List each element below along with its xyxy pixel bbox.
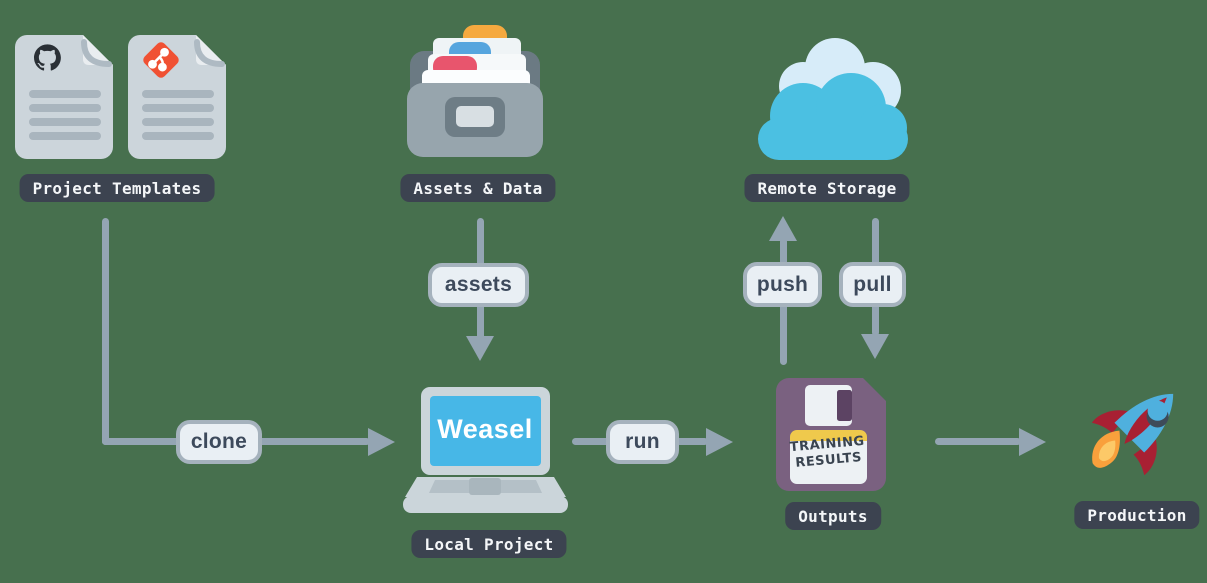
deploy-arrowhead-icon bbox=[1019, 428, 1046, 456]
outputs-label: Outputs bbox=[785, 502, 881, 530]
project-templates-label: Project Templates bbox=[19, 174, 215, 202]
assets-data-label: Assets & Data bbox=[400, 174, 556, 202]
git-document-icon bbox=[128, 35, 226, 159]
pull-badge-label: pull bbox=[853, 272, 892, 296]
pull-badge: pull bbox=[839, 262, 906, 307]
laptop-icon bbox=[403, 387, 568, 513]
run-arrowhead-icon bbox=[706, 428, 733, 456]
deploy-edge bbox=[935, 438, 1021, 445]
assets-badge-label: assets bbox=[444, 273, 513, 296]
clone-badge: clone bbox=[176, 420, 262, 464]
training-results-text: TRAINING RESULTS bbox=[789, 433, 866, 471]
assets-arrowhead-icon bbox=[466, 336, 494, 361]
weasel-screen-text: Weasel bbox=[437, 414, 533, 444]
assets-badge: assets bbox=[428, 263, 529, 307]
run-badge-label: run bbox=[625, 430, 660, 453]
card-file-box-icon bbox=[407, 25, 543, 157]
pull-arrowhead-icon bbox=[861, 334, 889, 359]
clone-arrowhead-icon bbox=[368, 428, 395, 456]
production-label: Production bbox=[1074, 501, 1200, 529]
run-badge: run bbox=[606, 420, 679, 464]
floppy-disk-icon bbox=[776, 378, 886, 491]
clone-badge-label: clone bbox=[190, 430, 248, 453]
push-arrowhead-icon bbox=[769, 216, 797, 241]
push-badge: push bbox=[743, 262, 822, 307]
push-badge-label: push bbox=[756, 272, 809, 296]
remote-storage-label: Remote Storage bbox=[744, 174, 910, 202]
cloud-icon bbox=[758, 38, 908, 160]
clone-edge-vertical bbox=[102, 218, 109, 445]
rocket-icon bbox=[1091, 393, 1174, 476]
github-document-icon bbox=[15, 35, 113, 159]
local-project-label: Local Project bbox=[411, 530, 567, 558]
